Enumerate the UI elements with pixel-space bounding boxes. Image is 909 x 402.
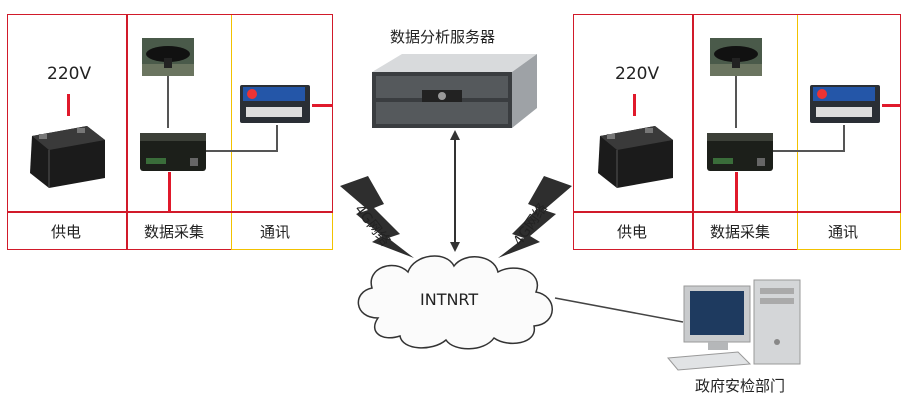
right-battery-icon — [598, 126, 673, 188]
left-battery-icon — [30, 126, 105, 188]
right-power-label: 供电 — [617, 223, 648, 241]
right-voltage-label: 220V — [615, 64, 660, 84]
left-voltage-label: 220V — [47, 64, 92, 84]
right-lightning-icon — [498, 176, 572, 258]
left-antenna-cable — [167, 76, 169, 128]
left-collector-power-wire — [168, 172, 171, 212]
left-power-label: 供电 — [51, 223, 82, 241]
left-comm-label: 通讯 — [260, 223, 291, 241]
internet-cloud-icon — [357, 255, 553, 350]
left-gps-antenna-icon — [142, 38, 194, 76]
left-collect-label: 数据采集 — [144, 223, 205, 241]
right-collect-label: 数据采集 — [710, 223, 771, 241]
left-collector-to-comm-cable — [206, 150, 278, 152]
left-voltage-wire — [67, 94, 70, 116]
right-antenna-cable — [735, 76, 737, 128]
right-comm-label: 通讯 — [828, 223, 859, 241]
left-lightning-icon — [340, 176, 414, 258]
right-gps-antenna-icon — [710, 38, 762, 76]
internet-label: INTNRT — [420, 290, 479, 309]
government-computer-icon — [667, 279, 801, 371]
left-comm-drop-cable — [276, 125, 278, 152]
left-comm-module-icon — [240, 85, 310, 123]
right-comm-module-icon — [810, 85, 880, 123]
cloud-government-line — [554, 297, 684, 323]
right-collector-icon — [707, 133, 773, 171]
left-power-frame — [7, 14, 128, 250]
right-power-frame — [573, 14, 694, 250]
left-collector-icon — [140, 133, 206, 171]
server-cloud-arrow — [450, 130, 460, 252]
right-collector-to-comm-cable — [773, 150, 845, 152]
government-label: 政府安检部门 — [695, 377, 786, 395]
server-title: 数据分析服务器 — [390, 28, 496, 46]
left-comm-power-wire-h — [312, 104, 333, 107]
server-icon — [372, 54, 537, 128]
right-comm-power-wire-h — [882, 104, 901, 107]
right-voltage-wire — [633, 94, 636, 116]
right-collector-power-wire — [735, 172, 738, 212]
right-comm-drop-cable — [843, 125, 845, 152]
